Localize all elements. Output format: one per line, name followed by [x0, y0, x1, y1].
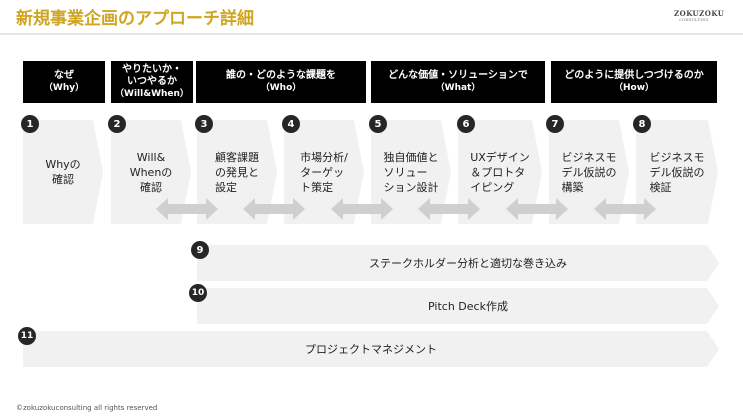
stage-1: Whyの 確認: [23, 120, 103, 224]
double-arrow-icon: [418, 198, 480, 220]
header-who: 誰の・どのような課題を （Who）: [196, 61, 366, 103]
step-number-11: 11: [18, 327, 36, 345]
step-number-7: 7: [546, 115, 564, 133]
header-will-when-line1: やりたいか・: [122, 64, 182, 75]
stage-2: Will& Whenの 確認: [111, 120, 191, 224]
double-arrow-icon: [506, 198, 568, 220]
company-logo: ZOKUZOKU CONSULTING: [674, 9, 725, 22]
stage-8-label: ビジネスモ デル仮説の 検証: [649, 150, 705, 194]
stage-5-label: 独自価値と ソリュー ション設計: [383, 150, 439, 194]
step-number-9: 9: [191, 241, 209, 259]
title-divider: [0, 33, 743, 35]
page-title: 新規事業企画のアプローチ詳細: [16, 9, 254, 29]
stage-2-label: Will& Whenの 確認: [129, 150, 173, 194]
bar-stakeholder-label: ステークホルダー分析と適切な巻き込み: [369, 257, 567, 270]
step-number-10: 10: [189, 284, 207, 302]
header-how-line2: （How）: [613, 83, 655, 93]
header-how: どのように提供しつづけるのか （How）: [551, 61, 717, 103]
header-will-when: やりたいか・ いつやるか （Will&When）: [111, 61, 193, 103]
double-arrow-icon: [594, 198, 656, 220]
bar-project-management-label: プロジェクトマネジメント: [305, 343, 437, 356]
header-who-line1: 誰の・どのような課題を: [226, 70, 336, 81]
stage-3-label: 顧客課題 の発見と 設定: [215, 150, 259, 194]
stage-1-label: Whyの 確認: [45, 158, 81, 186]
stage-4-label: 市場分析/ ターゲッ ト策定: [300, 150, 348, 194]
step-number-6: 6: [457, 115, 475, 133]
header-how-line1: どのように提供しつづけるのか: [564, 70, 704, 81]
bar-stakeholder: ステークホルダー分析と適切な巻き込み: [197, 245, 719, 281]
step-number-2: 2: [108, 115, 126, 133]
double-arrow-icon: [243, 198, 305, 220]
header-will-when-line3: （Will&When）: [115, 89, 189, 99]
header-what: どんな価値・ソリューションで （What）: [371, 61, 545, 103]
header-what-line2: （What）: [435, 83, 481, 93]
header-what-line1: どんな価値・ソリューションで: [388, 70, 528, 81]
step-number-8: 8: [633, 115, 651, 133]
step-number-1: 1: [21, 115, 39, 133]
bar-project-management: プロジェクトマネジメント: [23, 331, 719, 367]
double-arrow-icon: [331, 198, 393, 220]
stage-7-label: ビジネスモ デル仮説の 構築: [561, 150, 617, 194]
logo-line2: CONSULTING: [679, 18, 709, 22]
double-arrow-icon: [156, 198, 218, 220]
header-who-line2: （Who）: [260, 83, 302, 93]
copyright-footer: ©zokuzokuconsulting all rights reserved: [16, 404, 158, 412]
header-why-line2: （Why）: [43, 83, 85, 93]
step-number-4: 4: [282, 115, 300, 133]
header-why: なぜ （Why）: [23, 61, 105, 103]
stage-8: ビジネスモ デル仮説の 検証: [636, 120, 718, 224]
header-why-line1: なぜ: [54, 70, 74, 81]
step-number-5: 5: [369, 115, 387, 133]
stage-6-label: UXデザイン ＆プロトタ イピング: [470, 150, 530, 194]
bar-pitch-deck: Pitch Deck作成: [197, 288, 719, 324]
header-will-when-line2: いつやるか: [127, 76, 177, 87]
logo-line1: ZOKUZOKU: [674, 9, 725, 18]
bar-pitch-deck-label: Pitch Deck作成: [428, 300, 508, 313]
step-number-3: 3: [195, 115, 213, 133]
